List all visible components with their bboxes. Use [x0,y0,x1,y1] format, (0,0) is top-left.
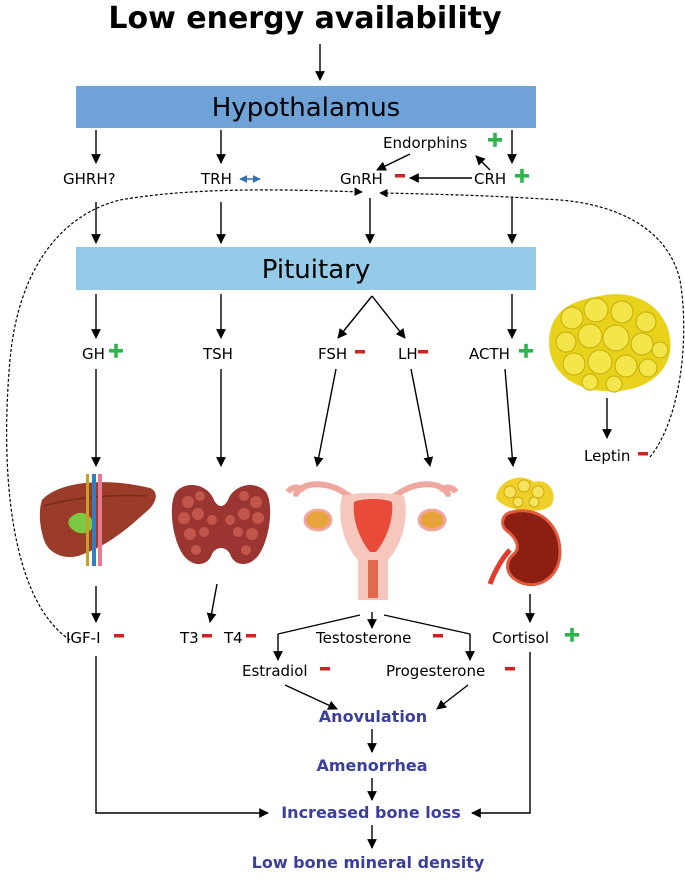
endorphins-label: Endorphins [383,134,468,152]
hypothalamus-label: Hypothalamus [212,93,400,123]
arrow-pit-fsh [337,295,373,339]
progesterone-label: Progesterone [386,662,485,680]
thyroid-icon [171,485,271,565]
arrow-thyroid-t3t4 [206,583,218,623]
cortisol-label: Cortisol [492,629,549,647]
arrow-progesterone-anovulation [436,684,469,710]
ghrh-label: GHRH? [63,170,116,188]
arrow-crh-endorphins [475,155,491,171]
t4-label: T4 [223,629,243,647]
decrease-icon [320,667,330,671]
arrow-endorphins-gnrh [376,153,411,171]
decrease-icon [638,452,648,456]
increase-icon [109,343,123,358]
decrease-icon [433,634,443,638]
decrease-icon [395,174,405,178]
low-bmd-label: Low bone mineral density [252,853,485,872]
trh-label: TRH [200,170,232,188]
arrow-acth-adrenal [504,368,518,467]
estradiol-label: Estradiol [242,662,308,680]
increase-icon [515,168,529,183]
anovulation-label: Anovulation [319,707,427,726]
line-uterus-progesterone [383,614,471,635]
acth-label: ACTH [469,345,510,363]
decrease-icon [246,634,256,638]
decrease-icon [202,634,212,638]
decrease-icon [114,634,124,638]
gh-label: GH [82,345,105,363]
decrease-icon [418,350,428,354]
arrow-cortisol-boneloss [471,652,531,818]
igf1-label: IGF-I [66,629,101,647]
amenorrhea-label: Amenorrhea [316,756,427,775]
leptin-feedback-loop [379,188,685,458]
decrease-icon [505,667,515,671]
pituitary-label: Pituitary [262,255,370,285]
uterus-ovaries-icon [285,481,459,600]
igf-feedback-loop [6,187,363,641]
tsh-label: TSH [202,345,233,363]
leptin-label: Leptin [584,447,630,465]
crh-label: CRH [474,170,506,188]
arrow-igf-boneloss [95,656,269,818]
arrow-estradiol-anovulation [284,684,338,710]
increase-icon [519,343,533,358]
line-uterus-estradiol [277,614,361,635]
liver-icon [39,474,156,566]
fsh-label: FSH [318,345,347,363]
gnrh-label: GnRH [340,170,383,188]
t3-label: T3 [179,629,199,647]
hypothalamus-band [76,86,536,128]
arrow-fsh-ovary [313,368,337,467]
increase-icon [488,132,502,147]
decrease-icon [355,350,365,354]
lh-label: LH [398,345,418,363]
pituitary-band [76,247,536,290]
bone-loss-label: Increased bone loss [281,803,461,822]
adipose-tissue-icon [549,294,671,393]
adrenal-kidney-icon [487,477,562,587]
diagram-title: Low energy availability [108,1,502,36]
arrow-pit-lh [371,295,406,339]
arrow-lh-ovary [410,368,434,467]
increase-icon [565,627,579,642]
testosterone-label: Testosterone [315,629,411,647]
